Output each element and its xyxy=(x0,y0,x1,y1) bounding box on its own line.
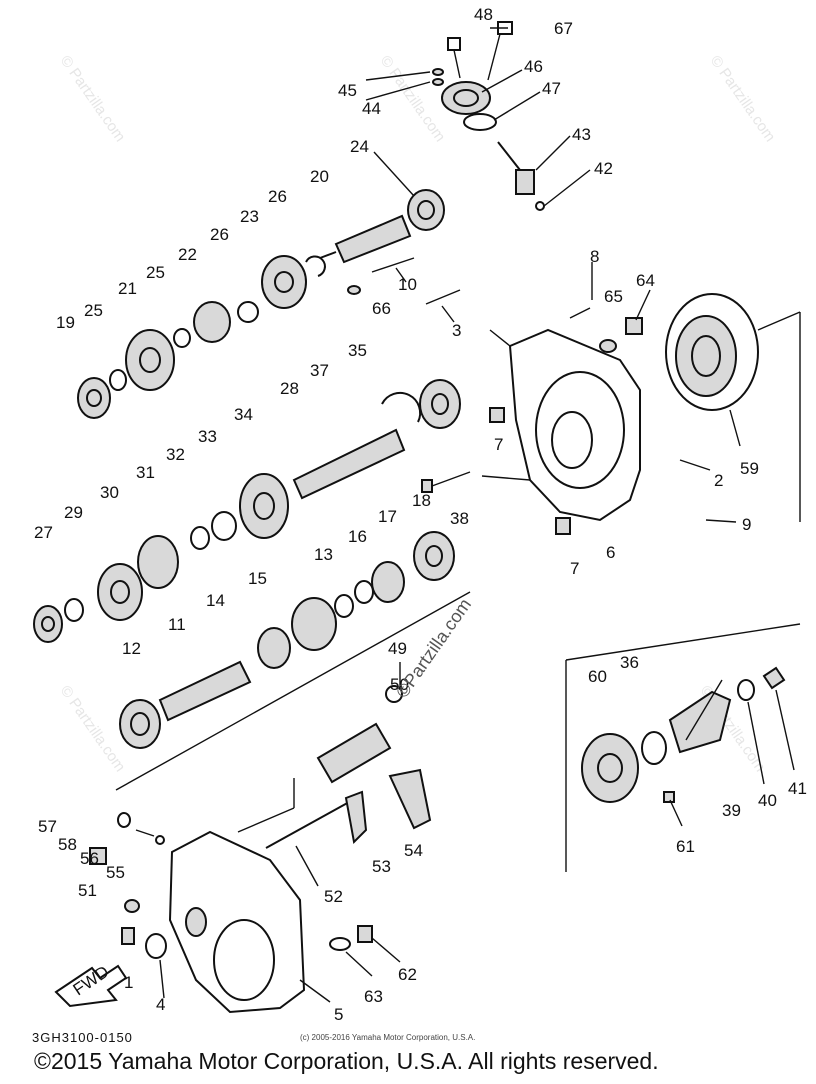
part-label: 1 xyxy=(124,973,133,992)
part-label: 42 xyxy=(594,159,613,178)
part-label: 56 xyxy=(80,849,99,868)
part-label: 31 xyxy=(136,463,155,482)
part-label: 15 xyxy=(248,569,267,588)
part-label: 35 xyxy=(348,341,367,360)
part-label: 49 xyxy=(388,639,407,658)
copyright-notice: ©2015 Yamaha Motor Corporation, U.S.A. A… xyxy=(34,1048,659,1074)
part-label: 52 xyxy=(324,887,343,906)
part-label: 34 xyxy=(234,405,253,424)
part-label: 55 xyxy=(106,863,125,882)
part-label: 10 xyxy=(398,275,417,294)
part-label: 47 xyxy=(542,79,561,98)
part-label: 63 xyxy=(364,987,383,1006)
part-label: 14 xyxy=(206,591,225,610)
part-label: 8 xyxy=(590,247,599,266)
part-label: 30 xyxy=(100,483,119,502)
part-label: 20 xyxy=(310,167,329,186)
part-label: 18 xyxy=(412,491,431,510)
part-label: 24 xyxy=(350,137,369,156)
part-label: 6 xyxy=(606,543,615,562)
part-label: 66 xyxy=(372,299,391,318)
part-label: 67 xyxy=(554,19,573,38)
part-label: 4 xyxy=(156,995,165,1014)
part-label: 36 xyxy=(620,653,639,672)
part-label: 22 xyxy=(178,245,197,264)
part-label: 44 xyxy=(362,99,381,118)
part-label: 43 xyxy=(572,125,591,144)
leader-lines xyxy=(159,27,795,1003)
part-label: 9 xyxy=(742,515,751,534)
cover-assembly xyxy=(432,21,545,211)
part-label: 12 xyxy=(122,639,141,658)
part-label: 27 xyxy=(34,523,53,542)
part-label: 38 xyxy=(450,509,469,528)
lower-shaft-assembly xyxy=(115,531,471,791)
svg-text:© Partzilla.com: © Partzilla.com xyxy=(57,683,129,776)
part-label: 62 xyxy=(398,965,417,984)
part-label: 53 xyxy=(372,857,391,876)
part-label: 21 xyxy=(118,279,137,298)
part-label: 46 xyxy=(524,57,543,76)
part-label: 2 xyxy=(714,471,723,490)
part-label: 17 xyxy=(378,507,397,526)
upper-shaft-assembly xyxy=(77,189,591,419)
shift-drum-assembly xyxy=(237,662,432,849)
middle-shaft-assembly xyxy=(33,379,471,643)
part-label: 26 xyxy=(210,225,229,244)
part-label: 61 xyxy=(676,837,695,856)
part-label: 28 xyxy=(280,379,299,398)
diagram-code: 3GH3100-0150 xyxy=(32,1030,133,1045)
part-label: 5 xyxy=(334,1005,343,1024)
transmission-case xyxy=(481,317,643,535)
svg-text:© Partzilla.com: © Partzilla.com xyxy=(57,53,129,146)
part-label: 65 xyxy=(604,287,623,306)
svg-text:© Partzilla.com: © Partzilla.com xyxy=(377,53,449,146)
part-label: 7 xyxy=(494,435,503,454)
part-label: 40 xyxy=(758,791,777,810)
part-label: 64 xyxy=(636,271,655,290)
lower-case xyxy=(89,812,373,1014)
small-copyright: (c) 2005-2016 Yamaha Motor Corporation, … xyxy=(300,1033,476,1042)
part-label: 19 xyxy=(56,313,75,332)
part-label: 26 xyxy=(268,187,287,206)
part-label: 32 xyxy=(166,445,185,464)
part-label: 7 xyxy=(570,559,579,578)
part-label: 41 xyxy=(788,779,807,798)
part-label: 60 xyxy=(588,667,607,686)
output-yoke-assembly xyxy=(565,623,801,872)
part-label: 11 xyxy=(168,615,186,634)
forward-arrow: FWD xyxy=(54,962,128,1008)
part-label: 58 xyxy=(58,835,77,854)
part-label: 45 xyxy=(338,81,357,100)
part-labels: 48 67 46 45 44 47 43 24 42 20 26 23 8 26… xyxy=(34,5,807,1024)
part-label: 3 xyxy=(452,321,461,340)
part-label: 33 xyxy=(198,427,217,446)
part-label: 57 xyxy=(38,817,57,836)
part-label: 39 xyxy=(722,801,741,820)
part-label: 25 xyxy=(84,301,103,320)
part-label: 48 xyxy=(474,5,493,24)
part-label: 13 xyxy=(314,545,333,564)
part-label: 16 xyxy=(348,527,367,546)
part-label: 50 xyxy=(390,675,409,694)
svg-text:© Partzilla.com: © Partzilla.com xyxy=(707,53,779,146)
part-label: 59 xyxy=(740,459,759,478)
part-label: 23 xyxy=(240,207,259,226)
part-label: 25 xyxy=(146,263,165,282)
part-label: 51 xyxy=(78,881,97,900)
part-label: 54 xyxy=(404,841,423,860)
cover-plate xyxy=(665,293,801,522)
part-label: 37 xyxy=(310,361,329,380)
part-label: 29 xyxy=(64,503,83,522)
